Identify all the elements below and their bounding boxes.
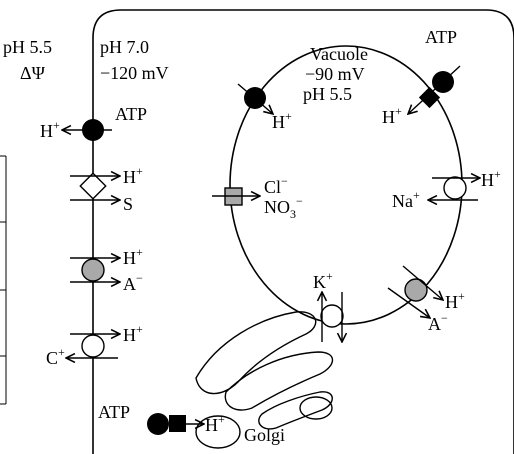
neighbor-panel-edges — [0, 155, 7, 405]
tono-symp-anion: A− — [428, 311, 448, 334]
pm-atp-ion: H+ — [40, 118, 60, 141]
tono-anion-symporter-shape — [404, 278, 428, 302]
tono-anion-2: NO3− — [264, 194, 303, 221]
tono-k-ion: K+ — [313, 269, 333, 292]
golgi-stack — [195, 311, 334, 449]
tono-left-ion: H+ — [272, 109, 292, 132]
tono-na-ion: Na+ — [392, 188, 420, 211]
golgi-atp-pump: ATP H+ Golgi — [98, 402, 285, 445]
tono-atp-pump-left: H+ — [237, 83, 292, 132]
vacuole-potential: −90 mV — [305, 64, 365, 84]
tono-na-antiporter-shape — [443, 176, 467, 200]
tono-anion-1: Cl− — [264, 174, 288, 197]
cytosol-ph: pH 7.0 — [100, 37, 149, 57]
tono-right-ion: H+ — [382, 104, 402, 127]
pm-antiporter-c-ion: H+ — [123, 322, 143, 345]
vacuole-title: Vacuole — [310, 44, 368, 64]
pm-atp-pump: ATP H+ — [40, 104, 147, 141]
pm-antiporter-c-cation: C+ — [46, 345, 65, 368]
plasma-membrane — [92, 9, 514, 454]
tono-k-channel-shape — [320, 304, 344, 328]
tono-na-proton: H+ — [481, 167, 501, 190]
pm-symporter-a-ion: H+ — [123, 245, 143, 268]
tono-atp-pump-right: ATP H+ — [382, 27, 461, 127]
tono-symp-ion: H+ — [445, 289, 465, 312]
pm-atp-label: ATP — [115, 104, 147, 124]
golgi-ion: H+ — [205, 412, 225, 435]
delta-psi-label: ΔΨ — [20, 63, 46, 83]
tono-na-antiporter: H+ Na+ — [392, 167, 501, 211]
golgi-atp-label: ATP — [98, 402, 130, 422]
pm-antiporter-c-shape — [81, 334, 105, 358]
tono-k-channel: K+ — [313, 269, 343, 342]
pm-symporter-a: H+ A− — [70, 245, 143, 294]
pm-symporter-s-ion: H+ — [123, 164, 143, 187]
cytosol-potential: −120 mV — [100, 63, 169, 83]
golgi-label: Golgi — [244, 425, 285, 445]
pm-symporter-a-substrate: A− — [123, 271, 143, 294]
pm-antiporter-c: H+ C+ — [46, 322, 143, 368]
vacuole-ph: pH 5.5 — [303, 84, 352, 104]
golgi-pump-circle — [147, 413, 169, 435]
tono-atp-label: ATP — [425, 27, 457, 47]
tono-anion-channel: Cl− NO3− — [212, 174, 303, 221]
pm-symporter-a-shape — [81, 258, 105, 282]
tono-anion-symporter: H+ A− — [387, 265, 465, 334]
pm-symporter-s-substrate: S — [123, 194, 133, 214]
golgi-pump-square — [169, 415, 186, 432]
pm-symporter-s: H+ S — [70, 164, 143, 214]
pm-symporter-s-shape — [79, 172, 107, 200]
outside-ph: pH 5.5 — [3, 37, 52, 57]
